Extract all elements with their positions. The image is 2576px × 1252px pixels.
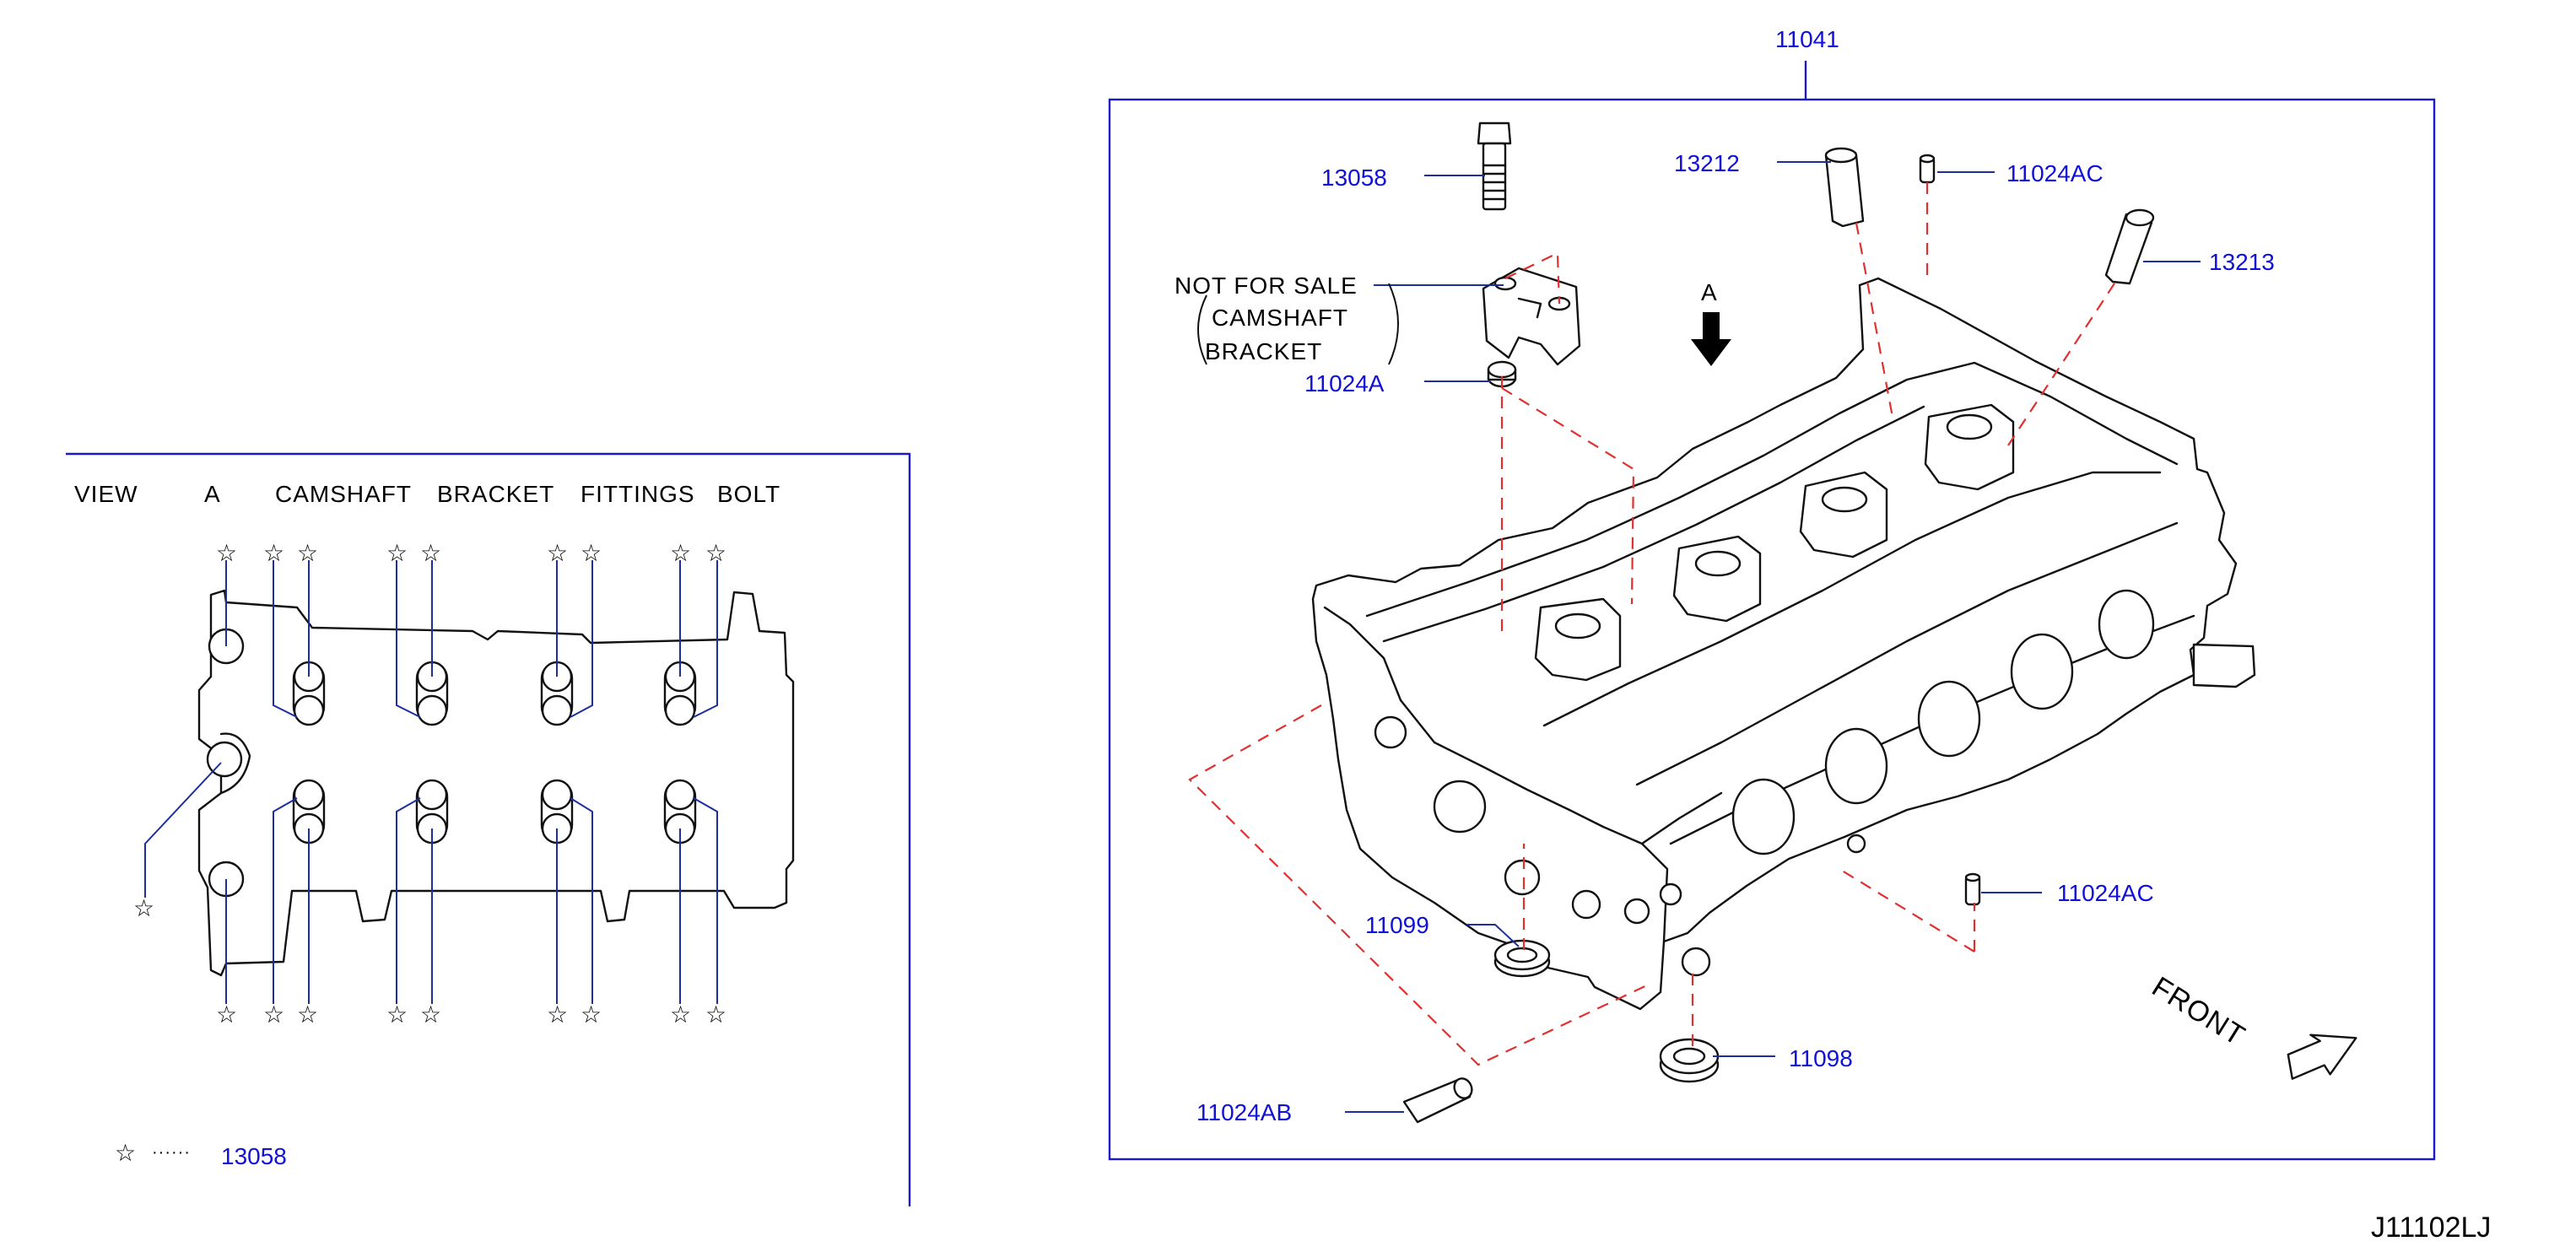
lower-bearing-caps [292,779,697,845]
view-a-arrow: A [1691,279,1731,366]
assembly-number[interactable]: 11041 [1775,26,1839,52]
title-word-camshaft: CAMSHAFT [275,481,412,507]
main-view-leaders [1345,161,2201,1113]
part-label-11098[interactable]: 11098 [1789,1045,1853,1071]
star-bolt: ☆ [133,895,155,921]
title-word-bracket: BRACKET [437,481,554,507]
dowel-11024AC-right [1964,872,1981,906]
star-bolt: ☆ [263,540,285,566]
front-face-holes [1374,715,1866,977]
part-label-11024AB[interactable]: 11024AB [1196,1099,1292,1125]
legend-part-number[interactable]: 13058 [221,1143,287,1169]
main-view-panel: 11041 [1108,26,2436,1161]
front-label: FRONT [2147,971,2251,1053]
down-arrow-icon [1691,312,1731,366]
document-code: J11102LJ [2371,1212,2491,1244]
dowel-11024AC-top [1919,154,1936,184]
valve-guide-13212 [1824,147,1865,228]
note-line-3: BRACKET [1205,338,1322,364]
part-label-13212[interactable]: 13212 [1674,150,1740,176]
part-label-11024AC-right[interactable]: 11024AC [2057,880,2154,906]
star-bolt: ☆ [581,540,602,566]
star-bolt: ☆ [420,1001,442,1028]
part-number-labels: 13058 13212 11024AC 13213 11024A 11099 1… [1196,150,2275,1125]
seal-11098 [1659,1038,1720,1083]
star-bolt: ☆ [670,1001,692,1028]
star-bolt: ☆ [420,540,442,566]
title-word-bolt: BOLT [717,481,780,507]
star-bolt: ☆ [670,540,692,566]
star-bolt: ☆ [297,540,319,566]
upper-bearing-caps [292,661,697,726]
star-bolt: ☆ [581,1001,602,1028]
camshaft-bearing-towers [1534,403,2015,682]
bolt-13058 [1477,121,1512,211]
title-word-a: A [204,481,221,507]
cylinder-head-top-view [197,589,795,977]
star-bolt: ☆ [216,540,238,566]
star-bolt: ☆ [263,1001,285,1028]
star-bolt: ☆ [547,1001,569,1028]
star-bolt: ☆ [216,1001,238,1028]
title-word-fittings: FITTINGS [581,481,695,507]
note-paren-right [1388,283,1399,365]
part-label-13058[interactable]: 13058 [1321,165,1387,191]
view-a-title: VIEW A CAMSHAFT BRACKET FITTINGS BOLT [74,481,780,507]
camshaft-bracket [1482,267,1581,366]
star-bolt: ☆ [386,540,408,566]
dowel-11024AB [1402,1077,1473,1124]
view-a-frame [66,452,911,1206]
assembly-dashed-lines [1188,182,2115,1066]
view-a-panel: VIEW A CAMSHAFT BRACKET FITTINGS BOLT [66,452,911,1206]
cylinder-head-body [1311,277,2256,1011]
front-indicator: FRONT [2147,971,2357,1080]
not-for-sale-note: NOT FOR SALE CAMSHAFT BRACKET [1175,273,1358,364]
seal-11099 [1493,939,1551,978]
valve-guide-13213 [2104,208,2155,285]
front-arrow-icon [2287,1033,2357,1080]
star-bolt: ☆ [547,540,569,566]
star-bolt: ☆ [297,1001,319,1028]
legend-dots: ······ [152,1143,191,1162]
title-word-view: VIEW [74,481,138,507]
note-paren-left [1197,294,1207,365]
star-bolt: ☆ [386,1001,408,1028]
legend-star: ☆ [115,1140,137,1166]
main-view-frame [1108,98,2436,1161]
part-label-13213[interactable]: 13213 [2209,249,2275,275]
part-label-11099[interactable]: 11099 [1365,912,1429,938]
view-arrow-label: A [1701,279,1718,305]
star-bolt: ☆ [705,540,727,566]
note-line-1: NOT FOR SALE [1175,273,1358,299]
part-label-11024A[interactable]: 11024A [1304,370,1385,397]
view-a-legend: ☆ ······ 13058 [115,1140,287,1169]
part-label-11024AC-top[interactable]: 11024AC [2006,160,2103,186]
star-bolt: ☆ [705,1001,727,1028]
port-openings [1731,589,2155,855]
view-a-stars: ☆ ☆ ☆ ☆ ☆ ☆ ☆ ☆ ☆ ☆ ☆ ☆ ☆ ☆ ☆ ☆ ☆ ☆ ☆ [133,540,727,1028]
view-a-leaders [144,560,718,1004]
note-line-2: CAMSHAFT [1212,305,1348,331]
